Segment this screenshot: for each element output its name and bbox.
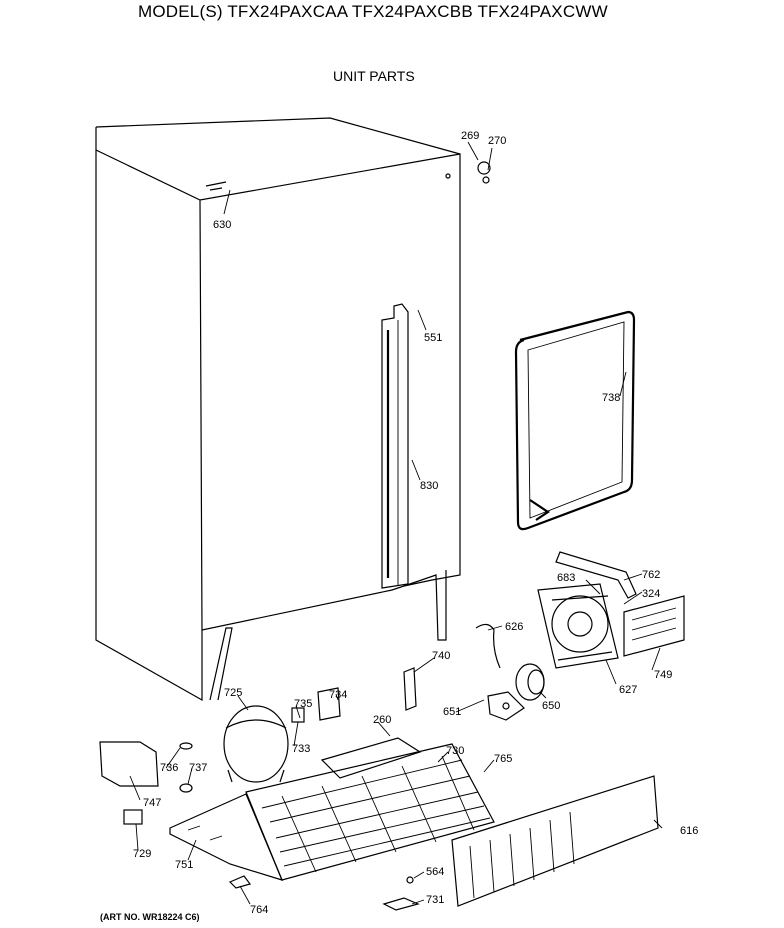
callout-730: 730 xyxy=(446,745,464,757)
callout-733: 733 xyxy=(292,743,310,755)
model-title: MODEL(S) TFX24PAXCAA TFX24PAXCBB TFX24PA… xyxy=(138,2,608,21)
callout-738: 738 xyxy=(602,392,620,404)
callout-labels: 269 270 630 551 738 830 762 683 324 626 … xyxy=(133,130,698,916)
callout-729: 729 xyxy=(133,848,151,860)
part-762-tube xyxy=(555,551,637,599)
part-626-wiring xyxy=(475,623,501,669)
part-260-drain-pan xyxy=(320,737,422,779)
part-749-control-board xyxy=(623,595,685,657)
callout-324: 324 xyxy=(642,588,660,600)
callout-764: 764 xyxy=(250,904,268,916)
part-650-fan-motor xyxy=(515,663,545,701)
callout-260: 260 xyxy=(373,714,391,726)
callout-616: 616 xyxy=(680,825,698,837)
section-title: UNIT PARTS xyxy=(333,68,415,84)
callout-830: 830 xyxy=(420,480,438,492)
callout-747: 747 xyxy=(143,797,161,809)
part-564-screw xyxy=(406,876,414,884)
callout-564: 564 xyxy=(426,866,444,878)
callout-269: 269 xyxy=(461,130,479,142)
callout-740: 740 xyxy=(432,650,450,662)
callout-630: 630 xyxy=(213,219,231,231)
callout-626: 626 xyxy=(505,621,523,633)
part-269-hinge xyxy=(477,161,491,175)
callout-751: 751 xyxy=(175,859,193,871)
part-764-clip xyxy=(228,875,252,889)
part-738-gasket xyxy=(514,310,636,531)
part-270-screw xyxy=(482,176,490,184)
part-731-clip xyxy=(382,897,420,911)
part-725-compressor xyxy=(223,705,289,783)
part-627-fan-housing xyxy=(537,583,619,669)
part-747-bracket xyxy=(99,741,159,787)
callout-736: 736 xyxy=(160,762,178,774)
callout-734: 734 xyxy=(329,689,347,701)
part-740-defrost-control xyxy=(403,667,417,711)
part-737-grommet xyxy=(179,783,193,793)
callout-735: 735 xyxy=(294,698,312,710)
callout-683: 683 xyxy=(557,572,575,584)
part-734-relay xyxy=(317,687,341,721)
part-751-base-pan xyxy=(169,793,284,881)
callout-551: 551 xyxy=(424,332,442,344)
part-736-grommet xyxy=(179,742,193,750)
callout-731: 731 xyxy=(426,894,444,906)
art-number: (ART NO. WR18224 C6) xyxy=(100,912,200,922)
part-830-channel xyxy=(381,303,409,589)
part-651-fan-blade xyxy=(487,691,525,721)
callout-725: 725 xyxy=(224,687,242,699)
callout-765: 765 xyxy=(494,753,512,765)
callout-749: 749 xyxy=(654,669,672,681)
callout-627: 627 xyxy=(619,684,637,696)
callout-762: 762 xyxy=(642,569,660,581)
callout-737: 737 xyxy=(189,762,207,774)
part-729-block xyxy=(123,809,143,825)
callout-651: 651 xyxy=(443,706,461,718)
callout-270: 270 xyxy=(488,135,506,147)
part-616-grille xyxy=(451,775,659,907)
callout-leaders xyxy=(129,141,663,905)
refrigerator-cabinet xyxy=(95,117,461,702)
callout-650: 650 xyxy=(542,700,560,712)
part-733-overload xyxy=(291,707,305,723)
